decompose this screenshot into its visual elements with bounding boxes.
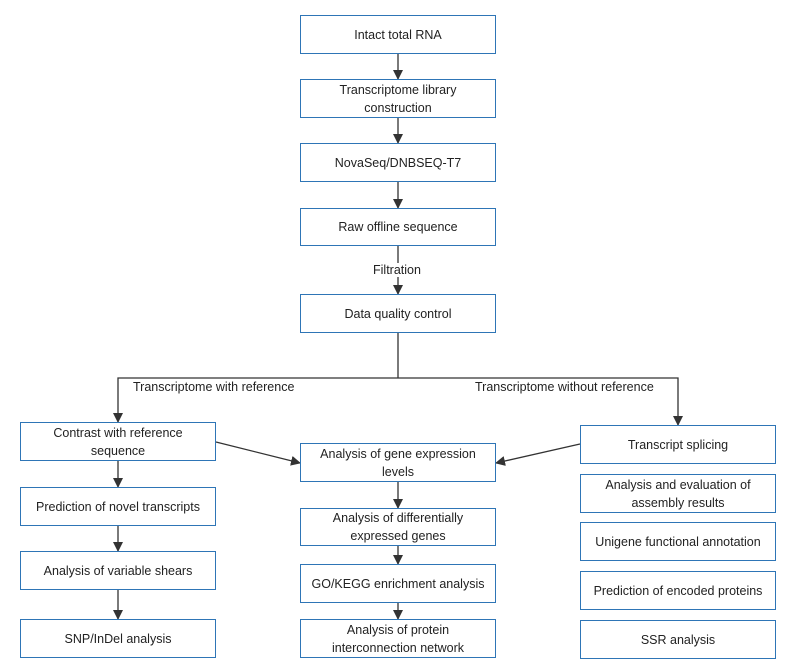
node-novel-transcripts: Prediction of novel transcripts bbox=[20, 487, 216, 526]
node-unigene-annotation: Unigene functional annotation bbox=[580, 522, 776, 561]
node-snp-indel: SNP/InDel analysis bbox=[20, 619, 216, 658]
node-protein-network: Analysis of protein interconnection netw… bbox=[300, 619, 496, 658]
node-transcript-splicing: Transcript splicing bbox=[580, 425, 776, 464]
node-quality-control: Data quality control bbox=[300, 294, 496, 333]
node-gene-expression: Analysis of gene expression levels bbox=[300, 443, 496, 482]
node-intact-rna: Intact total RNA bbox=[300, 15, 496, 54]
edge-label-without-reference: Transcriptome without reference bbox=[473, 380, 656, 394]
node-library-construction: Transcriptome library construction bbox=[300, 79, 496, 118]
arrow-splicing-to-expression bbox=[495, 443, 581, 466]
arrow-branch-with-reference bbox=[113, 377, 398, 423]
node-assembly-evaluation: Analysis and evaluation of assembly resu… bbox=[580, 474, 776, 513]
edge-label-with-reference: Transcriptome with reference bbox=[131, 380, 297, 394]
node-ssr-analysis: SSR analysis bbox=[580, 620, 776, 659]
node-encoded-proteins: Prediction of encoded proteins bbox=[580, 571, 776, 610]
node-variable-shears: Analysis of variable shears bbox=[20, 551, 216, 590]
node-sequencing-platform: NovaSeq/DNBSEQ-T7 bbox=[300, 143, 496, 182]
arrow-contrast-to-expression bbox=[215, 441, 301, 466]
arrow-branch-without-reference bbox=[398, 377, 683, 426]
edge-label-filtration: Filtration bbox=[371, 263, 423, 277]
node-raw-sequence: Raw offline sequence bbox=[300, 208, 496, 246]
node-differential-genes: Analysis of differentially expressed gen… bbox=[300, 508, 496, 546]
node-contrast-reference: Contrast with reference sequence bbox=[20, 422, 216, 461]
node-enrichment: GO/KEGG enrichment analysis bbox=[300, 564, 496, 603]
